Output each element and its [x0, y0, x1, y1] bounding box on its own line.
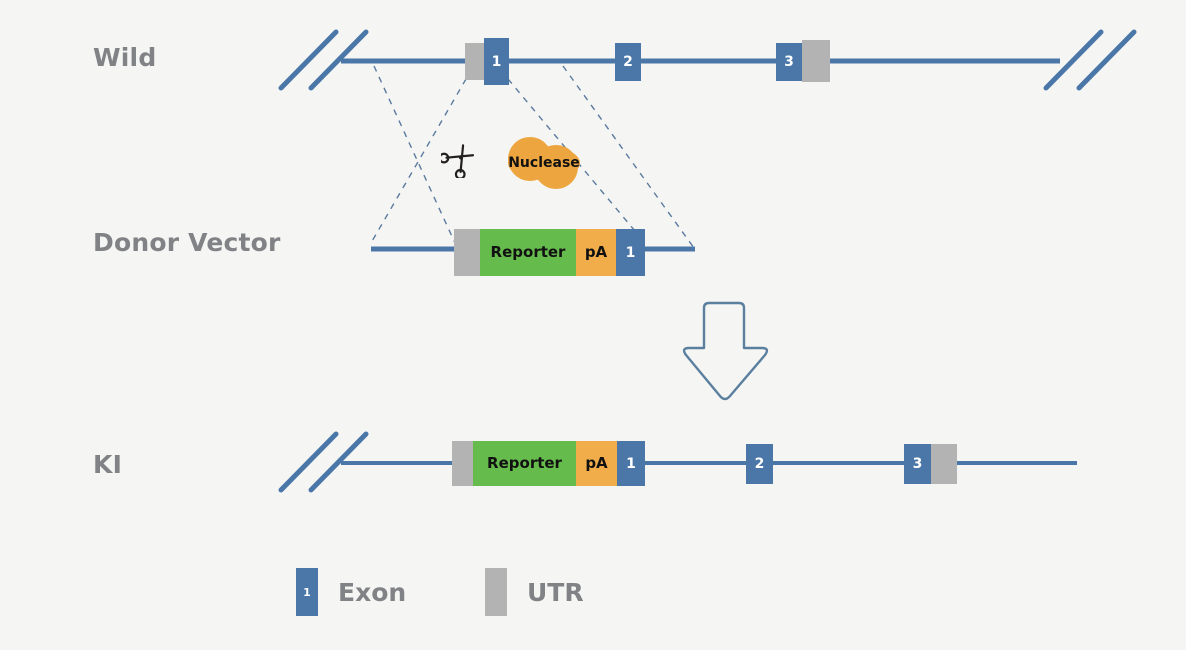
- wild-utr-right-box: [802, 40, 830, 82]
- donor-reporter-box: Reporter: [480, 229, 576, 276]
- ki-exon-1-box: 1: [617, 441, 645, 486]
- donor-exon-1-box: 1: [616, 229, 645, 276]
- legend-label-exon: Exon: [338, 577, 407, 607]
- legend-swatch-utr: [485, 568, 507, 616]
- wild-break-left-slash-2: [308, 29, 369, 91]
- donor-pa-box: pA: [576, 229, 616, 276]
- row-label-wild: Wild: [93, 43, 157, 72]
- nuclease-blob-shape: [508, 137, 580, 189]
- legend-item-exon: 1 Exon: [296, 568, 406, 616]
- down-arrow-icon: [682, 301, 769, 401]
- ki-pa-box: pA: [576, 441, 617, 486]
- ki-break-left-slash-2: [308, 431, 369, 493]
- ki-utr-right-box: [931, 444, 957, 484]
- wild-utr-left-box: [465, 43, 485, 80]
- legend-label-utr: UTR: [527, 577, 584, 607]
- wild-break-right-slash-1: [1043, 29, 1104, 91]
- ki-exon-3-box: 3: [904, 444, 931, 484]
- wild-break-left-slash-1: [278, 29, 339, 91]
- legend-item-utr: UTR: [485, 568, 584, 616]
- ki-reporter-box: Reporter: [473, 441, 576, 486]
- wild-exon-2-box: 2: [615, 43, 641, 81]
- donor-utr-left-box: [454, 229, 480, 276]
- ki-utr-left-box: [452, 441, 473, 486]
- row-label-ki: KI: [93, 450, 123, 479]
- wild-exon-3-box: 3: [776, 43, 802, 81]
- nuclease-label: Nuclease: [508, 155, 580, 171]
- scissors-icon: [441, 144, 475, 178]
- ki-exon-2-box: 2: [746, 444, 773, 484]
- wild-exon-1-box: 1: [484, 38, 509, 85]
- legend-swatch-exon: 1: [296, 568, 318, 616]
- ki-break-left-slash-1: [278, 431, 339, 493]
- row-label-donor-vector: Donor Vector: [93, 228, 281, 257]
- wild-break-right-slash-2: [1076, 29, 1137, 91]
